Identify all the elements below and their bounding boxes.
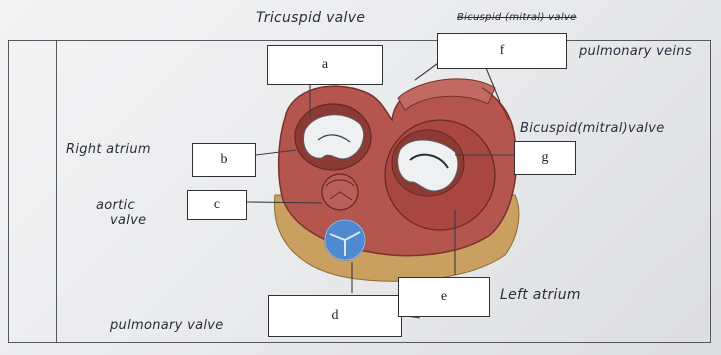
handwritten-left-atrium: Left atrium bbox=[500, 287, 581, 303]
tricuspid-leaflets bbox=[304, 115, 364, 159]
label-box-c[interactable]: c bbox=[187, 190, 247, 220]
handwritten-struck-bicuspid: Bicuspid (mitral) valve bbox=[457, 12, 577, 23]
label-box-d[interactable]: d bbox=[268, 295, 402, 337]
label-box-f[interactable]: f bbox=[437, 33, 567, 69]
label-box-e[interactable]: e bbox=[398, 277, 490, 317]
handwritten-right-atrium: Right atrium bbox=[66, 142, 151, 157]
handwritten-aortic: aortic bbox=[96, 198, 135, 213]
handwritten-valve: valve bbox=[110, 213, 146, 228]
handwritten-tricuspid-valve: Tricuspid valve bbox=[256, 10, 365, 26]
handwritten-bicuspid-valve: Bicuspid(mitral)valve bbox=[520, 121, 665, 136]
handwritten-pulmonary-valve: pulmonary valve bbox=[110, 318, 224, 333]
handwritten-pulmonary-veins: pulmonary veins bbox=[579, 44, 692, 59]
label-box-g[interactable]: g bbox=[514, 141, 576, 175]
label-box-a[interactable]: a bbox=[267, 45, 383, 85]
label-box-b[interactable]: b bbox=[192, 143, 256, 177]
